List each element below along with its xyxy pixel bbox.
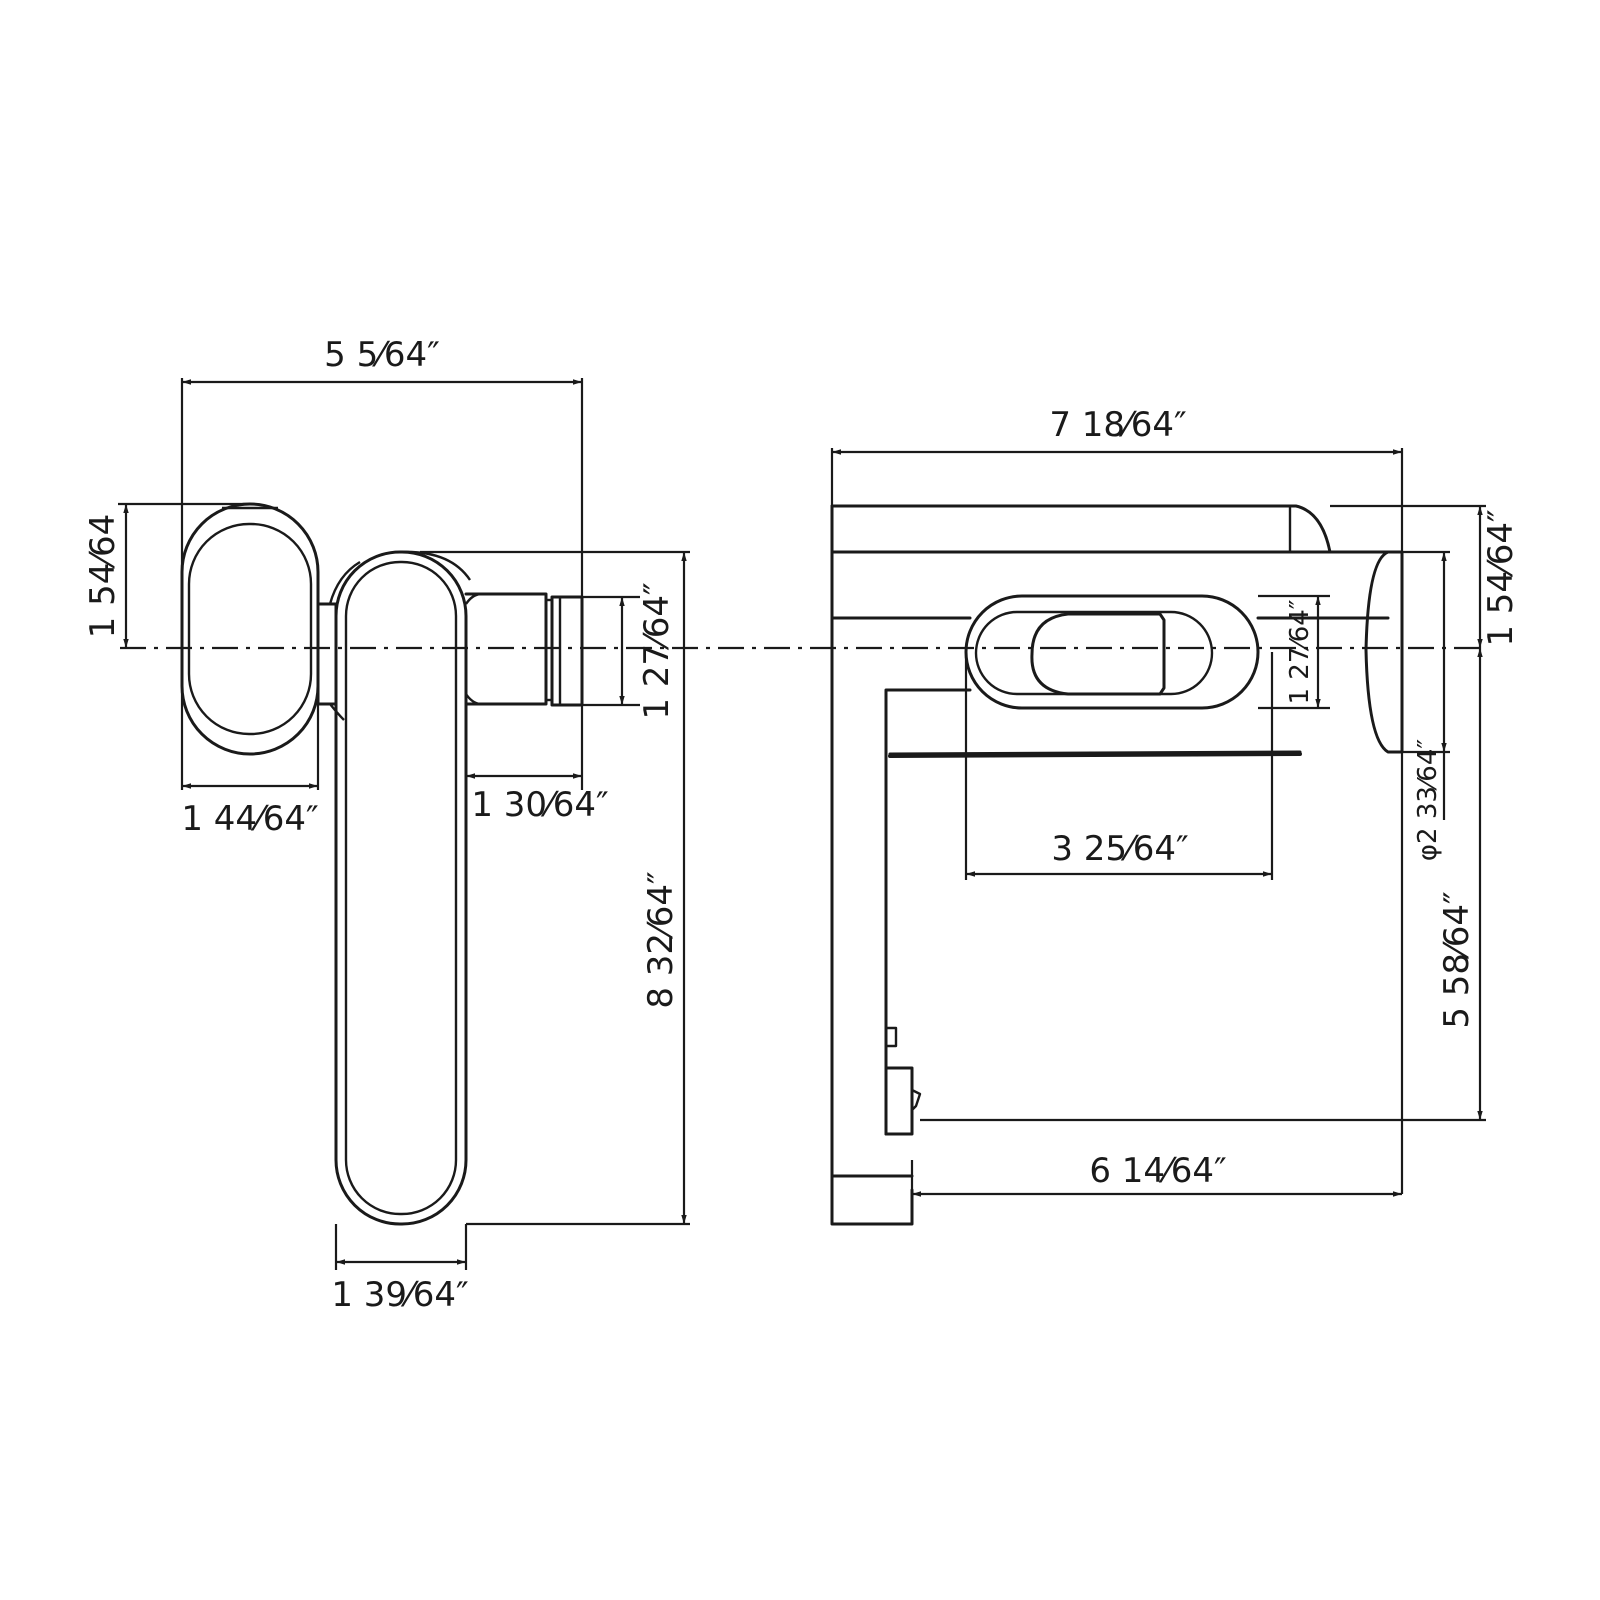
label-spout-offset-left: 1 30⁄64″ bbox=[471, 785, 608, 825]
body-outer bbox=[334, 550, 468, 1226]
spout-underside-thick bbox=[888, 752, 1302, 758]
label-overall-height-left: 8 32⁄64″ bbox=[641, 871, 681, 1008]
label-handle-height-left: 1 54⁄64 bbox=[83, 514, 123, 639]
side-view: 5 5⁄64″ 1 54⁄64 1 44⁄64″ 1 30⁄64″ 1 27⁄6… bbox=[83, 335, 690, 1315]
mount-block bbox=[884, 1066, 914, 1136]
mount-detail bbox=[911, 1088, 922, 1111]
spout-stub-edge bbox=[465, 592, 481, 706]
label-mount-height-right: 5 58⁄64″ bbox=[1437, 891, 1477, 1028]
front-view: 7 18⁄64″ 1 54⁄64″ 1 27⁄64″ φ2 33⁄64″ 3 2… bbox=[830, 405, 1521, 1226]
label-base-width-left: 1 44⁄64″ bbox=[181, 799, 318, 839]
body-top-shadow bbox=[399, 550, 471, 581]
body-inner bbox=[344, 560, 458, 1216]
label-flange-diameter-right: φ2 33⁄64″ bbox=[1413, 739, 1443, 861]
label-aerator-width-right: 3 25⁄64″ bbox=[1051, 829, 1188, 869]
handle-connector bbox=[316, 602, 338, 706]
aerator-face bbox=[1030, 612, 1166, 696]
spout-stub bbox=[464, 592, 548, 706]
label-aerator-height-right: 1 27⁄64″ bbox=[1285, 599, 1315, 704]
label-spout-reach-right: 6 14⁄64″ bbox=[1089, 1151, 1226, 1191]
aerator bbox=[550, 595, 584, 707]
cover-bar bbox=[830, 504, 1332, 554]
back-plate bbox=[830, 504, 914, 1226]
label-overall-width-left: 5 5⁄64″ bbox=[324, 335, 440, 375]
label-cover-height-right: 1 54⁄64″ bbox=[1481, 509, 1521, 646]
handle-inner bbox=[187, 522, 313, 736]
label-overall-width-right: 7 18⁄64″ bbox=[1049, 405, 1186, 445]
handle-outer bbox=[180, 502, 320, 756]
label-aerator-height-left: 1 27⁄64″ bbox=[637, 582, 677, 719]
aerator-pill-inner bbox=[974, 610, 1214, 696]
mount-screw bbox=[884, 1026, 898, 1048]
label-body-width-left: 1 39⁄64″ bbox=[331, 1275, 468, 1315]
flange bbox=[1364, 550, 1404, 754]
